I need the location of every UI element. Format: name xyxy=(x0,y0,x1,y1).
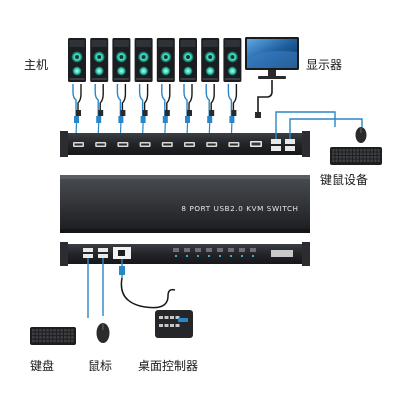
host-pc-icon xyxy=(201,38,220,82)
host-cable xyxy=(116,84,127,137)
host-pc-icon xyxy=(68,38,86,82)
monitor-label: 显示器 xyxy=(306,58,343,72)
desktop-controller-label: 桌面控制器 xyxy=(138,359,199,373)
switch-title: 8 PORT USB2.0 KVM SWITCH xyxy=(181,204,298,213)
back-port xyxy=(206,142,218,147)
monitor-cable xyxy=(255,80,273,118)
mouse-icon xyxy=(96,323,110,343)
host-cable xyxy=(72,84,82,137)
kb-mouse-cables xyxy=(275,111,363,139)
keyboard-label: 键盘 xyxy=(30,359,55,373)
front-cables xyxy=(87,258,123,318)
back-port xyxy=(161,142,173,147)
back-ports-group xyxy=(73,142,240,147)
hosts-label: 主机 xyxy=(24,58,49,72)
host-cables-group xyxy=(72,84,238,137)
mouse-label: 鼠标 xyxy=(88,359,113,373)
host-pc-icon xyxy=(90,38,109,82)
port-select-button xyxy=(239,248,245,257)
host-pc-icon xyxy=(156,38,175,82)
kb-mouse-set-icon xyxy=(330,127,382,165)
back-port xyxy=(228,142,240,147)
keyboard-icon xyxy=(30,327,76,345)
kb-mouse-set-label: 键鼠设备 xyxy=(320,173,369,187)
port-select-button xyxy=(217,248,223,257)
monitor-icon xyxy=(245,37,299,79)
port-select-button xyxy=(173,248,179,257)
back-port xyxy=(184,142,195,147)
port-select-button xyxy=(195,248,201,257)
port-select-button xyxy=(250,248,256,257)
kvm-switch-front-body xyxy=(60,175,310,233)
host-cable xyxy=(138,84,149,137)
port-select-button xyxy=(228,248,234,257)
back-port xyxy=(95,142,107,147)
host-cable xyxy=(205,84,215,137)
host-cable xyxy=(161,84,171,137)
kvm-switch-back-panel xyxy=(60,131,310,157)
host-pc-icon xyxy=(223,38,242,82)
host-cable xyxy=(227,84,238,137)
host-computers-group xyxy=(68,38,242,82)
host-cable xyxy=(183,84,193,137)
back-port xyxy=(73,142,84,147)
back-port xyxy=(139,142,151,147)
desktop-controller-icon xyxy=(155,310,193,338)
port-select-button xyxy=(206,248,212,257)
host-pc-icon xyxy=(179,38,197,82)
host-pc-icon xyxy=(112,38,131,82)
host-cable xyxy=(94,84,104,137)
controller-cable xyxy=(119,266,176,309)
host-pc-icon xyxy=(134,38,153,82)
kvm-switch-front-panel xyxy=(60,242,310,266)
port-select-button xyxy=(184,248,190,257)
back-port xyxy=(117,142,129,147)
